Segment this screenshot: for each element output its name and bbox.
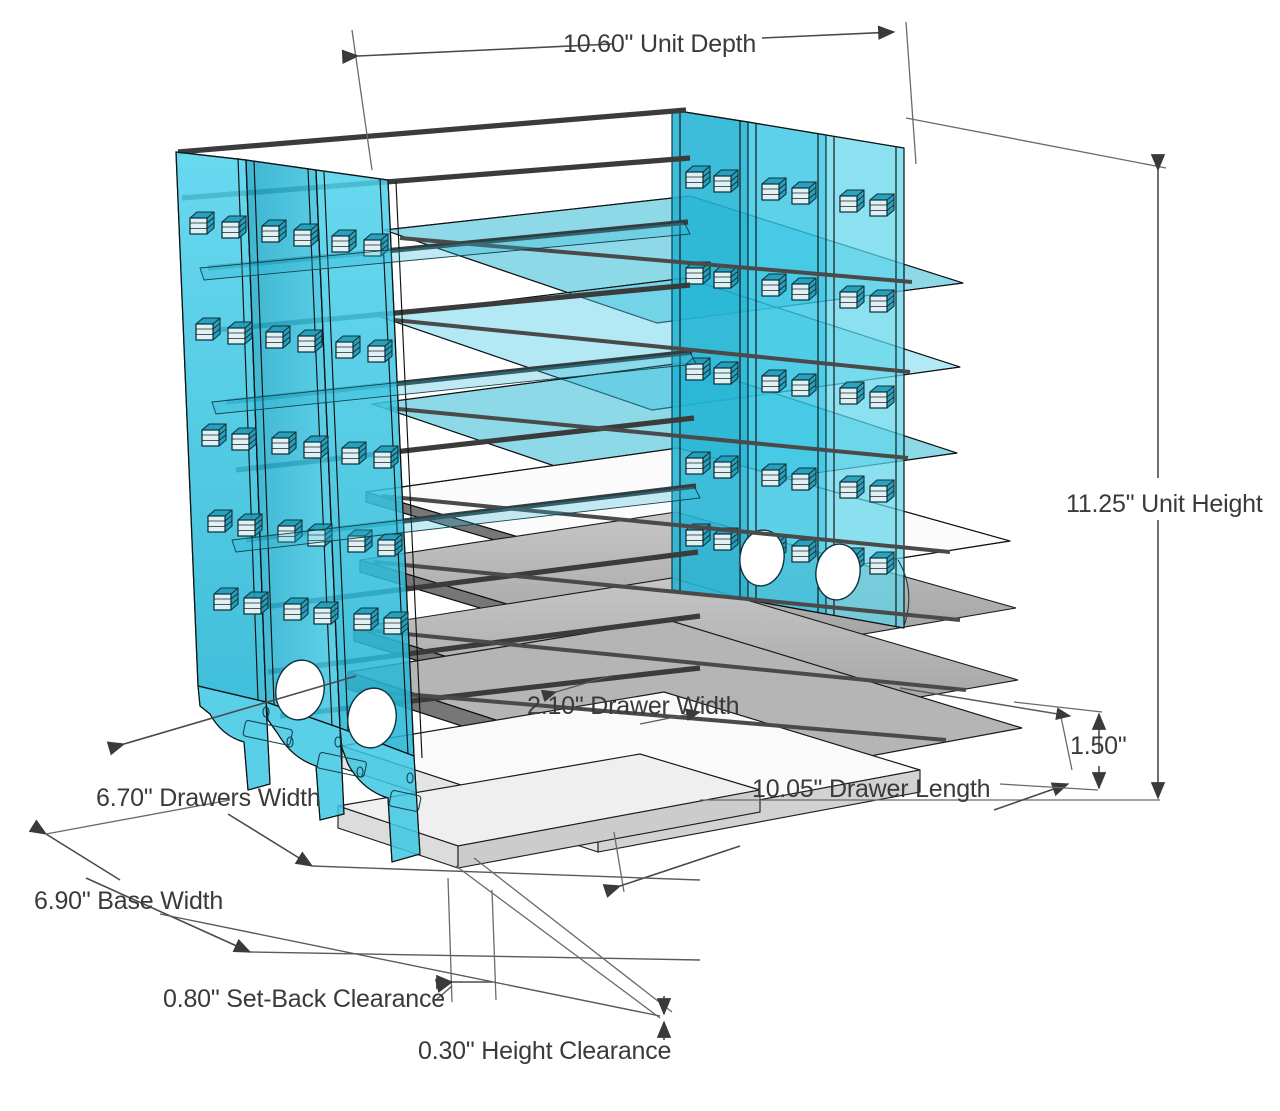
panel-column-rear-3 (825, 134, 905, 629)
rear-foot-cutouts (739, 529, 910, 627)
front-panel-assembly (175, 151, 423, 863)
rear-panel-assembly (671, 109, 910, 629)
foot-bolt-holes (242, 706, 422, 812)
front-foot-cutouts (275, 659, 397, 749)
dim-label-set-back-clearance: 0.80" Set-Back Clearance (163, 985, 446, 1013)
dim-height-clearance (159, 857, 673, 1040)
dim-drawer-width (540, 675, 702, 725)
dim-label-drawers-width: 6.70" Drawers Width (96, 784, 321, 812)
dim-label-unit-depth: 10.60" Unit Depth (563, 30, 757, 58)
dim-label-unit-height: 11.25" Unit Height (1066, 490, 1263, 518)
dim-label-drawer-width: 2.10" Drawer Width (527, 692, 740, 720)
dim-tray-height (899, 687, 1107, 791)
dim-drawer-length (602, 711, 1073, 898)
dim-label-tray-height: 1.50" (1070, 732, 1127, 760)
dim-unit-height (700, 117, 1167, 801)
dim-label-base-width: 6.90" Base Width (34, 887, 224, 915)
dim-set-back-clearance (434, 877, 497, 1003)
dim-drawers-width (106, 675, 701, 881)
panel-column-front-3 (315, 169, 421, 863)
dim-base-width (28, 799, 701, 961)
base-plinth (337, 753, 761, 869)
dim-label-drawer-length: 10.05" Drawer Length (752, 775, 991, 803)
dim-unit-depth (341, 21, 917, 171)
shelf-plate-overlays (199, 221, 701, 553)
dim-label-height-clearance: 0.30" Height Clearance (418, 1037, 672, 1065)
